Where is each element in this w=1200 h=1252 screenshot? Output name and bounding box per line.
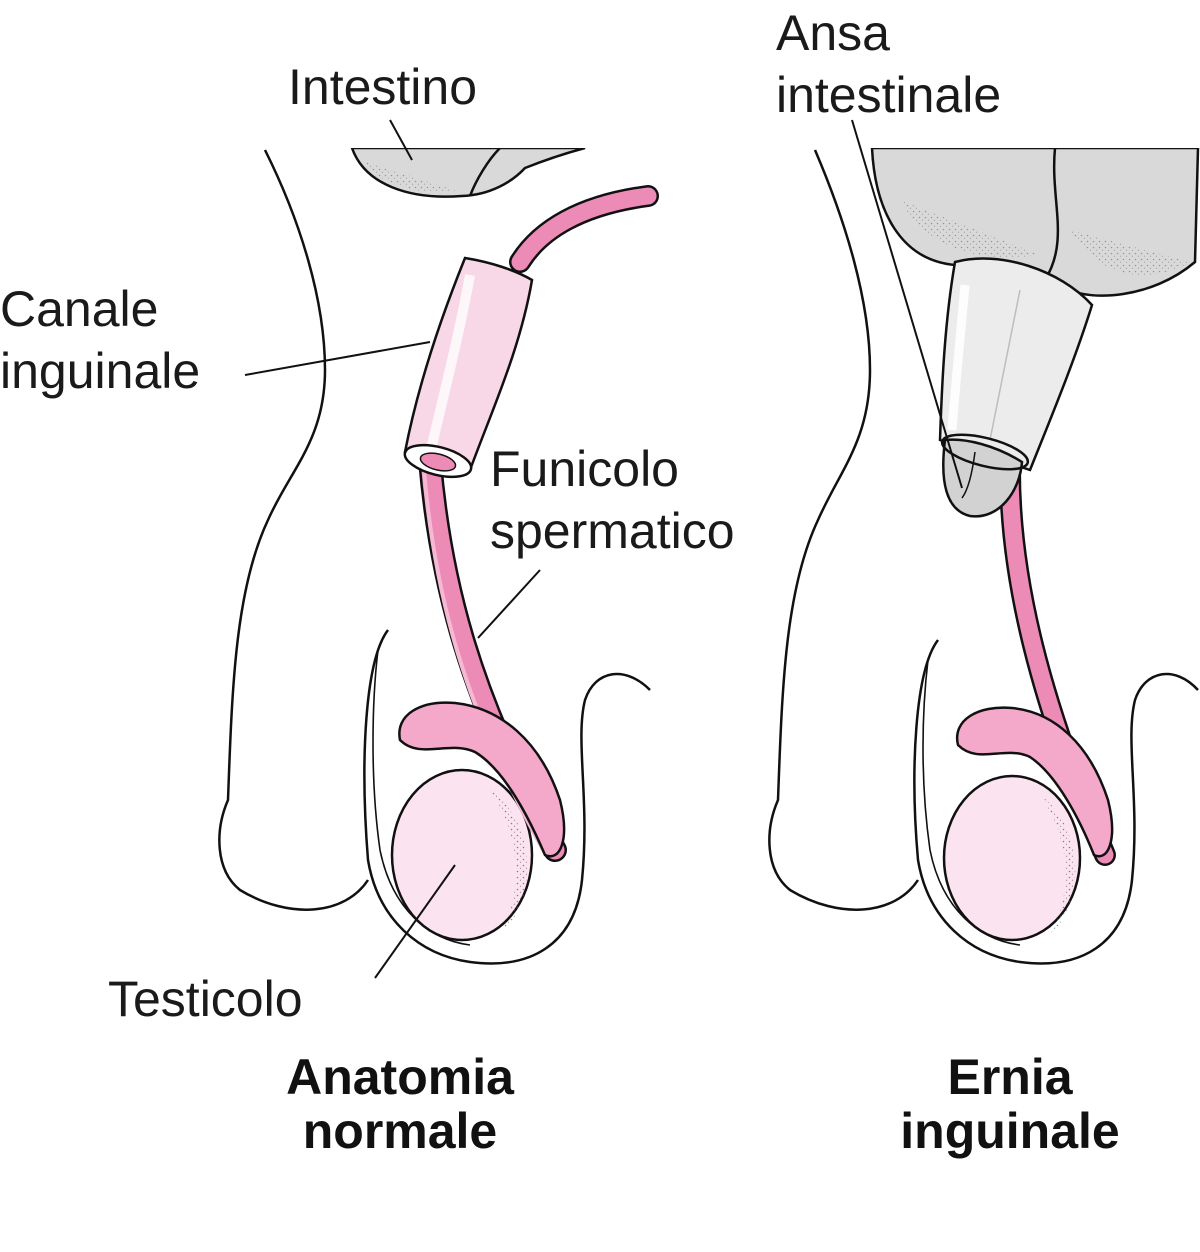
leader-canal xyxy=(244,341,431,376)
normal-intestine-fold xyxy=(468,148,501,197)
label-spermatic-cord-line2: spermatico xyxy=(490,503,735,559)
leader-loop xyxy=(851,119,963,489)
leader-testicle xyxy=(374,864,456,979)
normal-inguinal-canal xyxy=(403,256,534,479)
label-spermatic-cord-line1: Funicolo xyxy=(490,441,679,497)
label-inguinal-canal: Canale inguinale xyxy=(0,278,200,402)
title-inguinal-hernia: Ernia inguinale xyxy=(860,1050,1160,1158)
hernia-intestine-fold xyxy=(1043,148,1060,281)
leader-intestine xyxy=(389,119,413,161)
label-inguinal-canal-line2: inguinale xyxy=(0,343,201,399)
normal-intestine xyxy=(350,148,586,198)
hernia-sac-opening xyxy=(940,433,1030,471)
title-normal-anatomy: Anatomia normale xyxy=(250,1050,550,1158)
hernia-body-outline xyxy=(768,149,920,911)
normal-scrotum-outline xyxy=(363,629,651,965)
leader-cord xyxy=(477,569,541,639)
title-normal-anatomy-line2: normale xyxy=(302,1103,498,1159)
hernia-intestine xyxy=(870,148,1200,297)
label-spermatic-cord: Funicolo spermatico xyxy=(490,438,735,562)
title-normal-anatomy-line1: Anatomia xyxy=(286,1049,514,1105)
title-inguinal-hernia-line2: inguinale xyxy=(900,1103,1120,1159)
hernia-panel xyxy=(768,119,1200,965)
label-testicle: Testicolo xyxy=(108,971,303,1027)
label-intestine: Intestino xyxy=(288,59,478,115)
hernia-sac-tube xyxy=(938,257,1094,472)
title-inguinal-hernia-line1: Ernia xyxy=(947,1049,1073,1105)
label-intestinal-loop-line1: Ansa xyxy=(776,5,890,61)
hernia-testicle-shape xyxy=(942,774,1082,942)
hernia-sac xyxy=(938,257,1094,518)
normal-anatomy-panel xyxy=(218,119,659,979)
label-intestinal-loop-line2: intestinale xyxy=(776,67,1002,123)
label-intestinal-loop: Ansa intestinale xyxy=(776,2,1001,126)
hernia-scrotum-outline xyxy=(913,639,1199,965)
normal-testicle-shape xyxy=(390,768,534,942)
label-inguinal-canal-line1: Canale xyxy=(0,281,159,337)
normal-epididymis-shape xyxy=(398,701,566,858)
normal-body-outline xyxy=(218,149,370,911)
hernia-epididymis-shape xyxy=(955,706,1114,858)
